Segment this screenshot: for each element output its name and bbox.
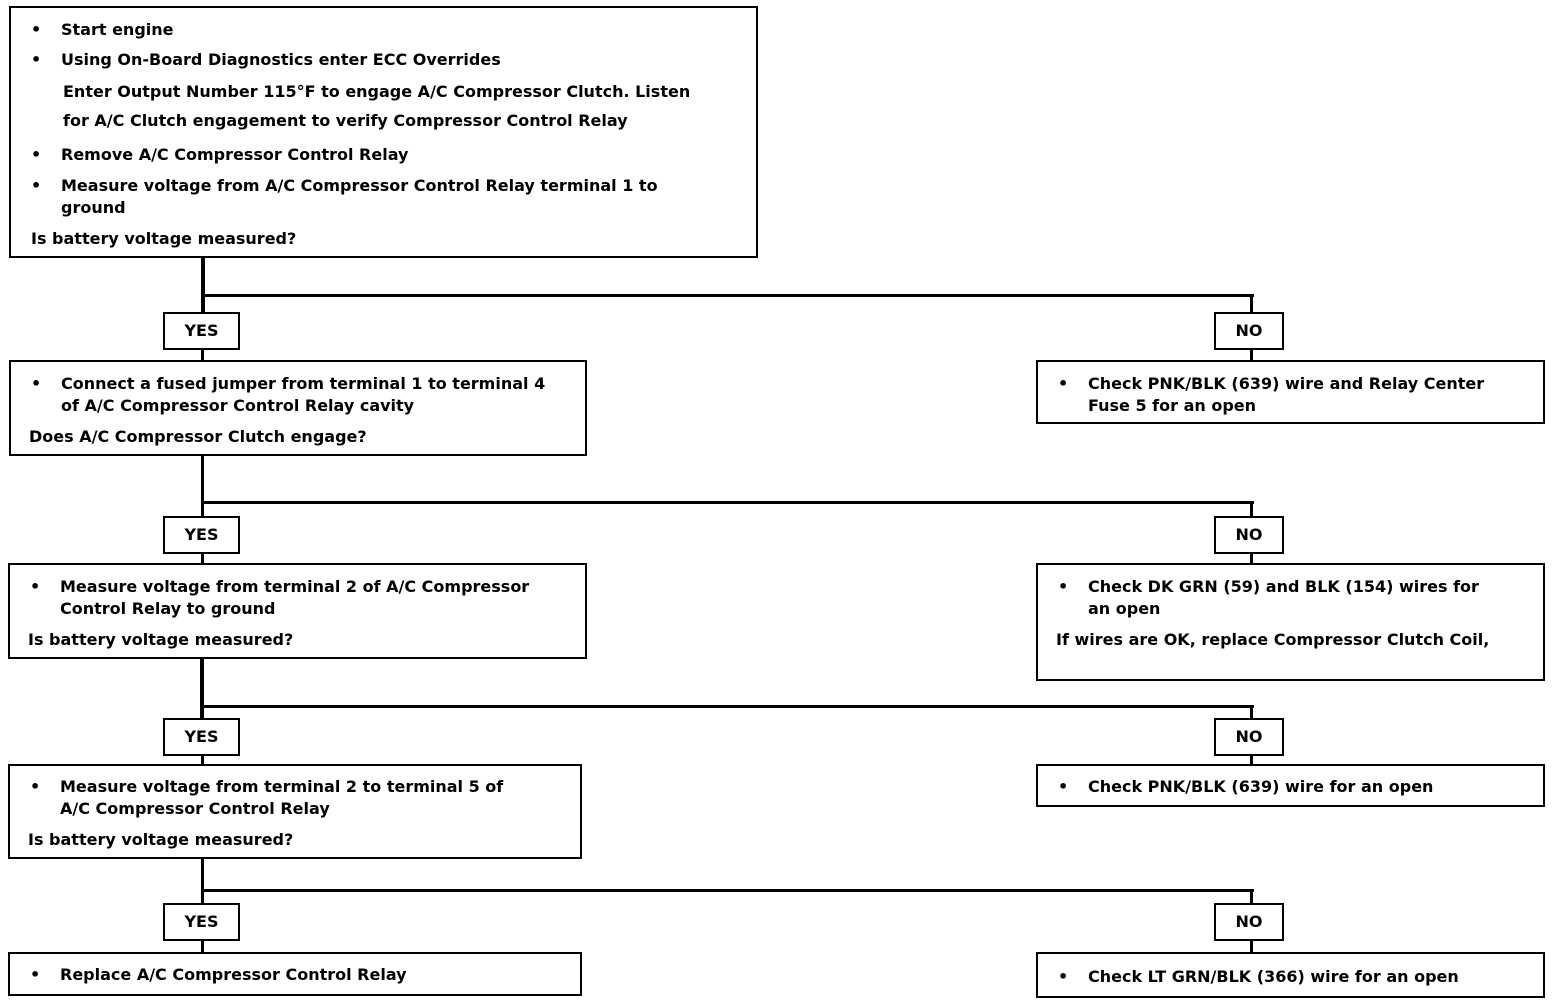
final-box: • Replace A/C Compressor Control Relay [8,952,582,996]
instruction-text: Enter Output Number 115°F to engage A/C … [63,82,691,101]
step-box-4: • Measure voltage from terminal 2 to ter… [8,764,582,859]
instruction-text: of A/C Compressor Control Relay cavity [61,396,415,415]
bullet: • [30,965,41,984]
decision-question: Is battery voltage measured? [28,830,294,849]
step-box-2: • Connect a fused jumper from terminal 1… [9,360,587,456]
step-box-3: • Measure voltage from terminal 2 of A/C… [8,563,587,659]
instruction-text: Measure voltage from terminal 2 of A/C C… [60,577,530,596]
connector-line [201,889,1254,892]
no-label: NO [1214,718,1284,756]
bullet: • [30,777,41,796]
connector-line [1250,348,1253,362]
instruction-text: Start engine [61,20,174,39]
instruction-text: ground [61,198,126,217]
no-label: NO [1214,903,1284,941]
bullet: • [1058,967,1069,986]
connector-line [1250,754,1253,766]
no-label: NO [1214,516,1284,554]
instruction-text: Connect a fused jumper from terminal 1 t… [61,374,546,393]
instruction-text: Control Relay to ground [60,599,276,618]
bullet: • [31,20,42,39]
yes-label: YES [163,312,240,350]
bullet: • [1058,777,1069,796]
no-result-box-3: • Check PNK/BLK (639) wire for an open [1036,764,1545,807]
result-text: an open [1088,599,1161,618]
connector-line [201,501,1254,504]
connector-line [1250,939,1253,953]
connector-line [1250,552,1253,565]
connector-line [201,939,204,953]
result-text: Check PNK/BLK (639) wire and Relay Cente… [1088,374,1485,393]
result-text: Fuse 5 for an open [1088,396,1257,415]
result-text: Check LT GRN/BLK (366) wire for an open [1088,967,1459,986]
connector-line [201,294,1254,297]
decision-question: Is battery voltage measured? [31,229,297,248]
yes-label: YES [163,516,240,554]
no-result-box-1: • Check PNK/BLK (639) wire and Relay Cen… [1036,360,1545,424]
result-text: Check PNK/BLK (639) wire for an open [1088,777,1434,796]
decision-question: Does A/C Compressor Clutch engage? [29,427,367,446]
instruction-text: Measure voltage from A/C Compressor Cont… [61,176,658,195]
connector-line [201,257,205,313]
result-text: Check DK GRN (59) and BLK (154) wires fo… [1088,577,1479,596]
connector-line [1250,705,1253,720]
connector-line [200,658,204,720]
bullet: • [31,176,42,195]
result-note: If wires are OK, replace Compressor Clut… [1056,630,1490,649]
connector-line [201,857,204,905]
connector-line [200,705,1254,708]
bullet: • [31,145,42,164]
instruction-text: Using On-Board Diagnostics enter ECC Ove… [61,50,501,69]
instruction-text: Remove A/C Compressor Control Relay [61,145,409,164]
no-label: NO [1214,312,1284,350]
bullet: • [1058,374,1069,393]
connector-line [1250,501,1253,518]
connector-line [201,552,204,565]
connector-line [201,348,204,362]
bullet: • [31,50,42,69]
yes-label: YES [163,718,240,756]
yes-label: YES [163,903,240,941]
connector-line [201,454,204,518]
decision-question: Is battery voltage measured? [28,630,294,649]
instruction-text: A/C Compressor Control Relay [60,799,330,818]
bullet: • [1058,577,1069,596]
step-box-1: • Start engine • Using On-Board Diagnost… [9,6,758,258]
instruction-text: for A/C Clutch engagement to verify Comp… [63,111,628,130]
bullet: • [31,374,42,393]
instruction-text: Measure voltage from terminal 2 to termi… [60,777,504,796]
connector-line [201,754,204,766]
bullet: • [30,577,41,596]
connector-line [1250,889,1253,905]
connector-line [1250,294,1253,314]
no-result-box-4: • Check LT GRN/BLK (366) wire for an ope… [1036,952,1545,998]
result-text: Replace A/C Compressor Control Relay [60,965,407,984]
no-result-box-2: • Check DK GRN (59) and BLK (154) wires … [1036,563,1545,681]
